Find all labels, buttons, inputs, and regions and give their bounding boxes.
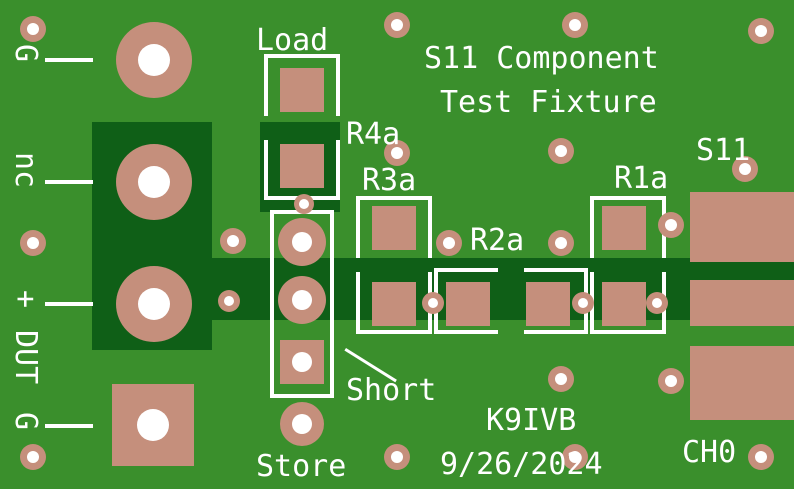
via [436, 230, 462, 256]
board-date: 9/26/2024 [440, 447, 603, 482]
edge-label-nc: nc [8, 152, 43, 189]
sma-pad-ground-bottom [690, 346, 794, 420]
edge-label-g-bottom: G [8, 412, 43, 431]
via [562, 444, 588, 470]
label-r1a: R1a [614, 161, 669, 196]
label-store: Store [256, 449, 347, 484]
r3a-pad-top [372, 206, 416, 250]
r3a-outline [356, 196, 432, 258]
connector-pad-g-top [116, 22, 192, 98]
silk-line-plus [45, 302, 93, 306]
jumper-pin-2 [278, 276, 326, 324]
load-outline [264, 54, 340, 116]
load-pad [280, 68, 324, 112]
silk-line-g-bottom [45, 424, 93, 428]
edge-label-dut: DUT [8, 330, 43, 385]
via [658, 212, 684, 238]
via [220, 228, 246, 254]
via [384, 444, 410, 470]
via [20, 444, 46, 470]
r1a-pad-top [602, 206, 646, 250]
via [658, 368, 684, 394]
via [384, 140, 410, 166]
sma-pad-ground-top [690, 192, 794, 262]
via [748, 444, 774, 470]
silk-line-nc [45, 180, 93, 184]
via-jumper-top [294, 194, 314, 214]
edge-label-g-top: G [8, 44, 43, 63]
title-line-1: S11 Component [424, 41, 659, 76]
via [422, 292, 444, 314]
via [548, 230, 574, 256]
author-callsign: K9IVB [486, 403, 577, 438]
connector-pad-plus [116, 266, 192, 342]
label-r2a: R2a [470, 223, 525, 258]
label-load: Load [256, 23, 329, 58]
edge-label-plus: + [8, 290, 43, 309]
via [548, 138, 574, 164]
via [748, 18, 774, 44]
via [562, 12, 588, 38]
r1a-pad-bottom [602, 282, 646, 326]
label-s11: S11 [696, 133, 751, 168]
connector-pad-nc [116, 144, 192, 220]
sma-pad-center [690, 280, 794, 326]
connector-pad-g-bottom [112, 384, 194, 466]
silk-line-g-top [45, 58, 93, 62]
via [732, 156, 758, 182]
r4a-outline [264, 140, 340, 200]
via [218, 290, 240, 312]
r3a-pad-bottom [372, 282, 416, 326]
label-r4a: R4a [346, 117, 401, 152]
store-pin [280, 402, 324, 446]
label-short: Short [346, 373, 437, 408]
r2a-pad-left [446, 282, 490, 326]
via [572, 292, 594, 314]
via [384, 12, 410, 38]
label-r3a: R3a [362, 163, 417, 198]
r2a-pad-right [526, 282, 570, 326]
via [20, 16, 46, 42]
jumper-pin-1 [278, 218, 326, 266]
via [548, 366, 574, 392]
r3a-outline-bottom [356, 272, 432, 334]
via [646, 292, 668, 314]
jumper-pin-3 [280, 340, 324, 384]
via [20, 230, 46, 256]
title-line-2: Test Fixture [440, 85, 657, 120]
label-ch0: CH0 [682, 435, 737, 470]
r4a-pad [280, 144, 324, 188]
